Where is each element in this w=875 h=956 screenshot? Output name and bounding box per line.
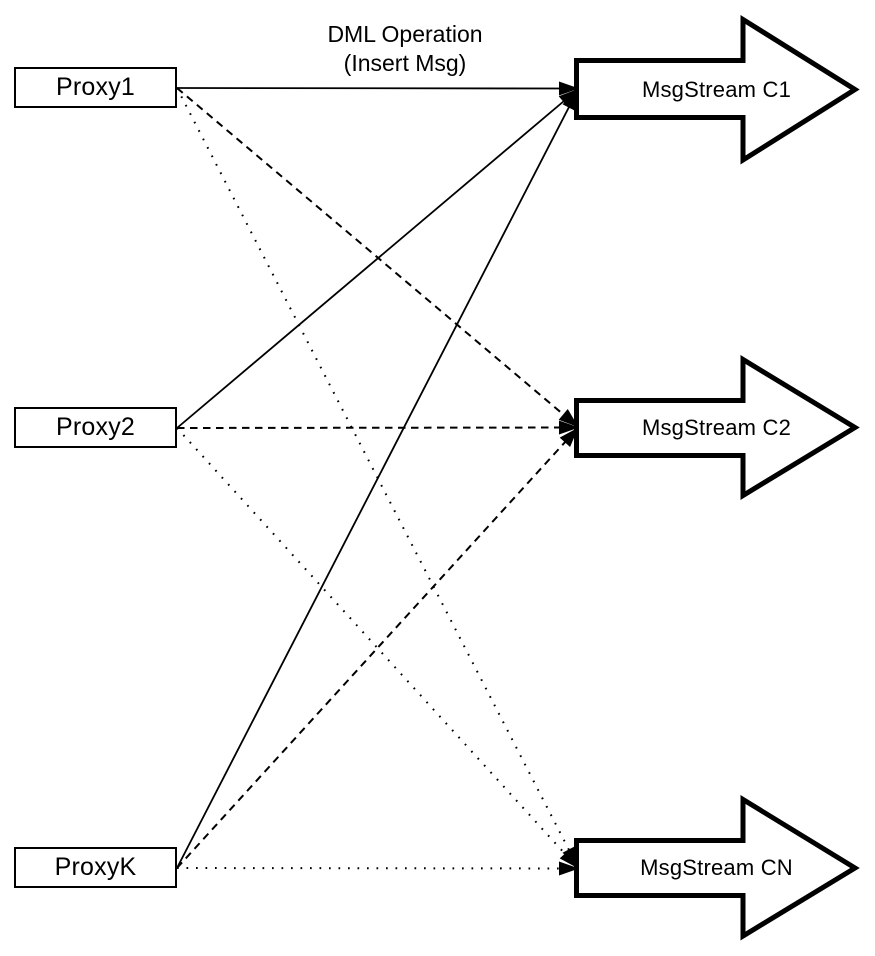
edge-proxy2-c2 (176, 420, 579, 435)
node-proxy1-label: Proxy1 (55, 73, 135, 101)
msgstream-cn-block-arrow (574, 795, 860, 941)
node-proxy2-label: Proxy2 (55, 413, 135, 441)
node-proxyk-label: ProxyK (54, 853, 137, 881)
edge-proxy1-c1 (176, 81, 579, 96)
edge-proxyk-c1 (176, 89, 578, 869)
annotation-line-1: DML Operation (327, 21, 483, 47)
edge-proxyk-cn (176, 861, 579, 876)
annotation-line-2: (Insert Msg) (343, 50, 467, 76)
edge-proxy1-c2 (176, 87, 579, 428)
node-proxyk: ProxyK (14, 847, 177, 888)
edge-proxy2-cn (176, 427, 579, 869)
node-proxy2: Proxy2 (14, 407, 177, 448)
dml-operation-annotation: DML Operation (Insert Msg) (255, 20, 555, 78)
node-proxy1: Proxy1 (14, 67, 177, 108)
edge-proxy1-cn (176, 87, 578, 868)
msgstream-c2-block-arrow (574, 355, 860, 500)
msgstream-c1-block-arrow (574, 14, 860, 165)
edge-proxy2-c1 (176, 88, 579, 429)
edge-proxyk-c2 (176, 427, 579, 869)
